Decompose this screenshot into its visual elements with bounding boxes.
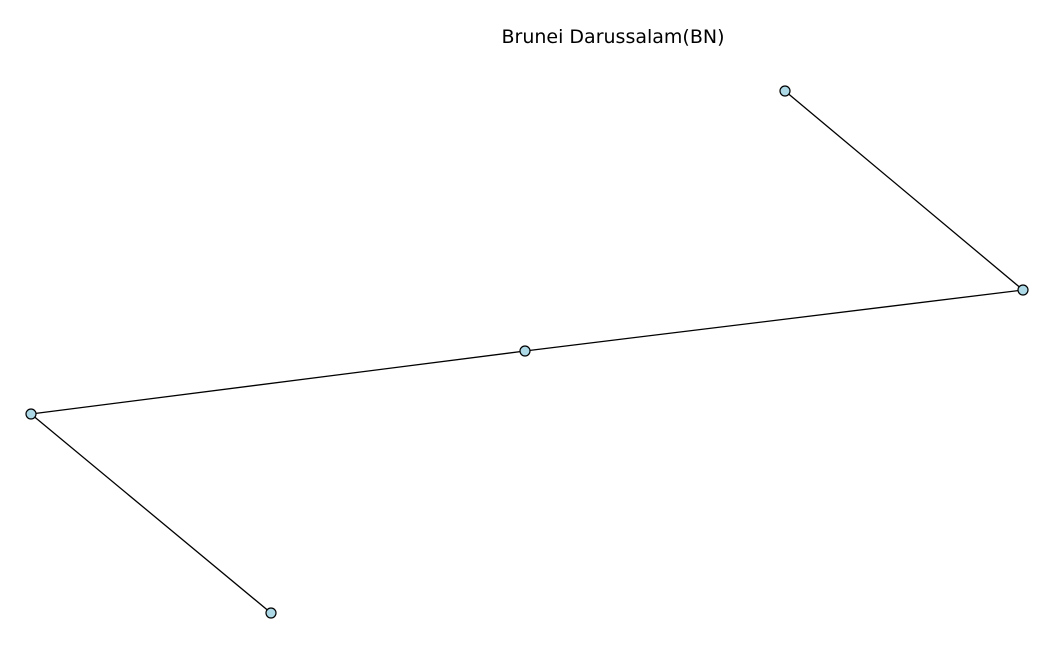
- graph-node: [779, 85, 791, 97]
- graph-node: [265, 607, 277, 619]
- graph-node: [1017, 284, 1029, 296]
- graph-edge: [30, 413, 272, 614]
- graph-node: [519, 345, 531, 357]
- graph-edge: [30, 350, 526, 415]
- graph-edge: [524, 289, 1024, 352]
- graph-title: Brunei Darussalam(BN): [501, 26, 724, 48]
- graph-node: [25, 408, 37, 420]
- edges-layer: [30, 90, 1024, 614]
- nodes-layer: [25, 85, 1029, 619]
- graph-edge: [784, 90, 1024, 291]
